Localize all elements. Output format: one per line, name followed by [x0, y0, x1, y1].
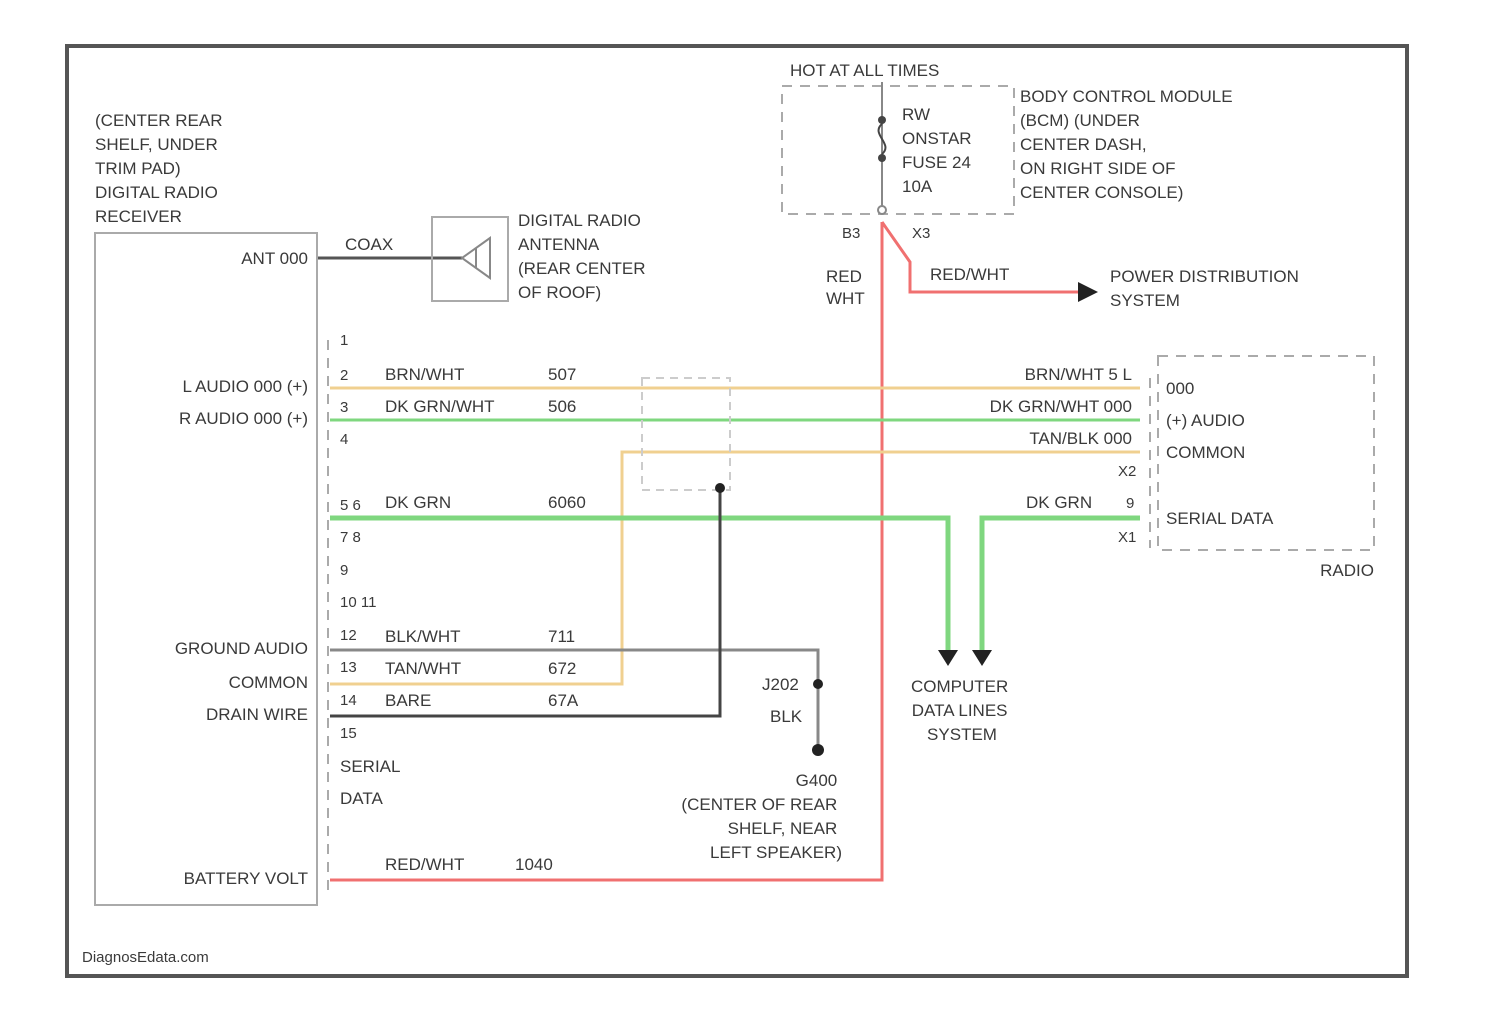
bcm-pin-right: X3 — [912, 225, 930, 242]
bcm-pin-left: B3 — [842, 225, 860, 242]
radio-wire-label: BRN/WHT 5 L — [1025, 365, 1132, 384]
fuse-label: RW ONSTAR FUSE 24 10A — [902, 105, 976, 196]
dg-brn-wht-label: DK GRN/WHT — [385, 397, 495, 416]
radio-pin-label: 000 — [1166, 379, 1194, 398]
pin-l-audio: L AUDIO 000 (+) — [182, 377, 308, 396]
blk-wht-label: BLK/WHT — [385, 627, 461, 646]
splice-dot — [715, 483, 725, 493]
bare-circuit: 67A — [548, 691, 579, 710]
digital-radio-receiver: (CENTER REAR SHELF, UNDER TRIM PAD) DIGI… — [95, 111, 405, 905]
radio: BRN/WHT 5 L DK GRN/WHT 000 TAN/BLK 000 X… — [990, 356, 1374, 580]
red-wht-label: RED/WHT — [385, 855, 464, 874]
pin-number: 9 — [340, 562, 348, 579]
fuse-terminal — [878, 154, 886, 162]
arrow-icon — [1078, 282, 1098, 302]
radio-pin-label: (+) AUDIO — [1166, 411, 1245, 430]
pin-number: 7 8 — [340, 529, 361, 546]
tan-wht-circuit: 672 — [548, 659, 576, 678]
pin-number: 14 — [340, 692, 357, 709]
pin-number: 3 — [340, 399, 348, 416]
dg-grn-label: DK GRN — [385, 493, 451, 512]
pin-number: 13 — [340, 659, 357, 676]
bcm-description: BODY CONTROL MODULE (BCM) (UNDER CENTER … — [1020, 87, 1237, 202]
ground-location-label: G400 (CENTER OF REAR SHELF, NEAR LEFT SP… — [681, 771, 842, 862]
twisted-pair-shield — [642, 378, 730, 490]
brn-wht-circuit: 507 — [548, 365, 576, 384]
antenna-icon — [462, 238, 490, 278]
pin-battery: BATTERY VOLT — [184, 869, 308, 888]
pin-ground-audio: GROUND AUDIO — [175, 639, 308, 658]
pin-number: 5 6 — [340, 497, 361, 514]
pin-drain: DRAIN WIRE — [206, 705, 308, 724]
red-wht-circuit: 1040 — [515, 855, 553, 874]
red-wht-top-label: RED/WHT — [930, 265, 1009, 284]
computer-data-lines-label: COMPUTER DATA LINES SYSTEM — [911, 677, 1013, 744]
wire-bare-drain — [330, 488, 720, 716]
connector-j202 — [813, 679, 823, 689]
radio-serial-wire-label: DK GRN — [1026, 493, 1092, 512]
connector-j202-label: J202 — [762, 675, 799, 694]
fuse-terminal — [878, 116, 886, 124]
pin-ant: ANT 000 — [241, 249, 308, 268]
receiver-title: (CENTER REAR SHELF, UNDER TRIM PAD) DIGI… — [95, 111, 227, 226]
footer-watermark: DiagnosEdata.com — [82, 949, 209, 966]
bare-label: BARE — [385, 691, 431, 710]
pin-number: 4 — [340, 431, 348, 448]
brn-wht-label: BRN/WHT — [385, 365, 464, 384]
arrow-down-icon — [972, 650, 992, 666]
dg-brn-wht-circuit: 506 — [548, 397, 576, 416]
radio-wire-label: DK GRN/WHT 000 — [990, 397, 1132, 416]
pin-number: 10 11 — [340, 594, 376, 611]
dg-grn-circuit: 6060 — [548, 493, 586, 512]
hot-at-all-times-label: HOT AT ALL TIMES — [790, 61, 939, 80]
antenna: COAX DIGITAL RADIO ANTENNA (REAR CENTER … — [318, 211, 650, 302]
tan-wht-label: TAN/WHT — [385, 659, 461, 678]
radio-pin-x2: X2 — [1118, 463, 1136, 480]
pin-number: 15 — [340, 725, 357, 742]
radio-serial-pin: 9 — [1126, 495, 1134, 512]
radio-pin-label: COMMON — [1166, 443, 1245, 462]
blk-wht-circuit: 711 — [548, 627, 575, 646]
bcm-pin — [878, 206, 886, 214]
bcm-box — [782, 86, 1014, 214]
pin-common: COMMON — [229, 673, 308, 692]
radio-wire-label: TAN/BLK 000 — [1029, 429, 1132, 448]
arrow-down-icon — [938, 650, 958, 666]
antenna-label: DIGITAL RADIO ANTENNA (REAR CENTER OF RO… — [518, 211, 650, 302]
serial-data-wires: DK GRN 6060 COMPUTER DATA LINES SYSTEM — [330, 493, 1140, 744]
receiver-box — [95, 233, 317, 905]
radio-name: RADIO — [1320, 561, 1374, 580]
ground-wires: BLK/WHT 711 TAN/WHT 672 BARE 67A J202 BL… — [330, 483, 842, 862]
wire-dg-grn-radio — [982, 518, 1140, 650]
ground-wire-label: BLK — [770, 707, 803, 726]
red-label: RED WHT — [826, 267, 867, 308]
serial-data-label: SERIAL DATA — [340, 757, 405, 808]
coax-label: COAX — [345, 235, 393, 254]
pin-number: 2 — [340, 367, 348, 384]
body-control-module: HOT AT ALL TIMES RW ONSTAR FUSE 24 10A B… — [782, 61, 1237, 242]
pin-number: 12 — [340, 627, 357, 644]
pin-r-audio: R AUDIO 000 (+) — [179, 409, 308, 428]
radio-pin-x1: X1 — [1118, 529, 1136, 546]
ground-icon — [812, 744, 824, 756]
pin-number: 1 — [340, 332, 348, 349]
radio-pin-label: SERIAL DATA — [1166, 509, 1274, 528]
power-distribution-label: POWER DISTRIBUTION SYSTEM — [1110, 267, 1304, 310]
